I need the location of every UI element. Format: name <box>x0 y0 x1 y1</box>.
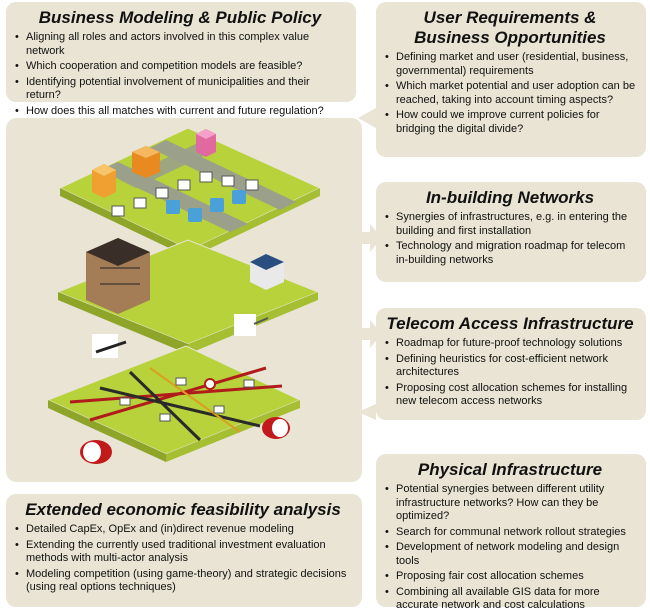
list-item: How does this all matches with current a… <box>14 105 346 119</box>
layer-cutout-right <box>234 314 256 336</box>
economic-feasibility-box: Extended economic feasibility analysis D… <box>6 494 362 607</box>
user-requirements-title: User Requirements & Business Opportuniti… <box>384 8 636 48</box>
building-cutaway <box>86 238 150 314</box>
list-item: Identifying potential involvement of mun… <box>14 76 346 103</box>
list-item: Detailed CapEx, OpEx and (in)direct reve… <box>14 523 352 537</box>
list-item: Proposing cost allocation schemes for in… <box>384 382 636 409</box>
inbuilding-networks-box: In-building Networks Synergies of infras… <box>376 182 646 282</box>
list-item: Which market potential and user adoption… <box>384 80 636 107</box>
business-modeling-list: Aligning all roles and actors involved i… <box>14 31 346 118</box>
list-item: Which cooperation and competition models… <box>14 60 346 74</box>
device-icons <box>111 171 259 217</box>
title-line-1: User Requirements & <box>423 8 597 27</box>
list-item: Combining all available GIS data for mor… <box>384 586 636 610</box>
building-pink <box>196 129 216 157</box>
building-orange-1 <box>92 164 116 198</box>
physical-infrastructure-box: Physical Infrastructure Potential synerg… <box>376 454 646 610</box>
telecom-access-box: Telecom Access Infrastructure Roadmap fo… <box>376 308 646 420</box>
list-item: Modeling competition (using game-theory)… <box>14 568 352 595</box>
cable-stub <box>95 340 127 354</box>
junction-node <box>204 378 216 390</box>
list-item: How could we improve current policies fo… <box>384 109 636 136</box>
inbuilding-layer <box>56 238 320 358</box>
user-requirements-box: User Requirements & Business Opportuniti… <box>376 2 646 157</box>
building-orange-2 <box>132 146 160 178</box>
building-small-house <box>250 254 284 290</box>
list-item: Synergies of infrastructures, e.g. in en… <box>384 211 636 238</box>
list-item: Proposing fair cost allocation schemes <box>384 570 636 584</box>
inbuilding-networks-list: Synergies of infrastructures, e.g. in en… <box>384 211 636 267</box>
list-item: Roadmap for future-proof technology solu… <box>384 337 636 351</box>
list-item: Development of network modeling and desi… <box>384 541 636 568</box>
business-modeling-title: Business Modeling & Public Policy <box>38 8 322 27</box>
user-requirements-list: Defining market and user (residential, b… <box>384 51 636 136</box>
city-layer <box>58 127 322 258</box>
business-modeling-box: Business Modeling & Public Policy Aligni… <box>6 2 356 118</box>
list-item: Aligning all roles and actors involved i… <box>14 31 346 58</box>
list-item: Potential synergies between different ut… <box>384 483 636 524</box>
list-item: Extending the currently used traditional… <box>14 539 352 566</box>
economic-feasibility-title: Extended economic feasibility analysis <box>25 500 341 519</box>
connector-arrows <box>350 108 382 420</box>
underground-cables <box>69 366 283 442</box>
physical-infrastructure-title: Physical Infrastructure <box>417 460 603 479</box>
physical-infrastructure-list: Potential synergies between different ut… <box>384 483 636 610</box>
cable-stub-2 <box>253 317 269 325</box>
list-item: Search for communal network rollout stra… <box>384 526 636 540</box>
telecom-access-list: Roadmap for future-proof technology solu… <box>384 337 636 409</box>
economic-feasibility-list: Detailed CapEx, OpEx and (in)direct reve… <box>14 523 352 595</box>
red-pipes <box>80 417 290 464</box>
network-cabinets <box>119 377 255 422</box>
telecom-access-title: Telecom Access Infrastructure <box>386 314 634 333</box>
inbuilding-networks-title: In-building Networks <box>425 188 595 207</box>
physical-layer <box>46 345 302 464</box>
building-blue-group <box>166 190 246 222</box>
title-line-2: Business Opportunities <box>414 28 606 47</box>
list-item: Defining heuristics for cost-efficient n… <box>384 353 636 380</box>
list-item: Defining market and user (residential, b… <box>384 51 636 78</box>
list-item: Technology and migration roadmap for tel… <box>384 240 636 267</box>
